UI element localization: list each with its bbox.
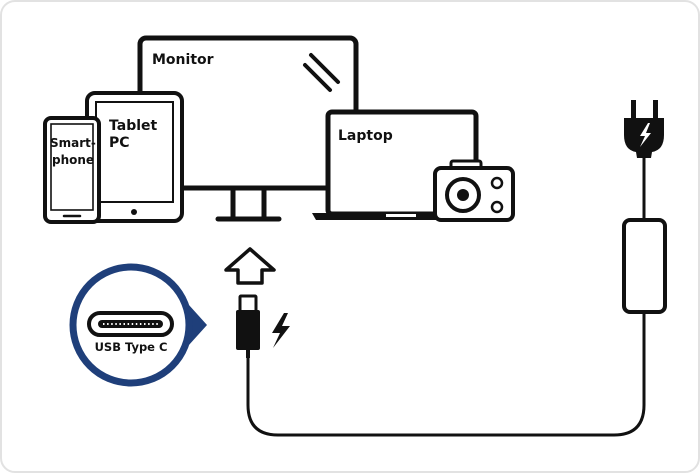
camera-icon [433, 159, 515, 222]
tablet-label-line1: Tablet [109, 118, 158, 134]
smartphone-label-line2: phone [52, 153, 94, 167]
tablet-icon [85, 91, 184, 223]
power-adapter-icon [622, 218, 667, 314]
lightning-icon [272, 313, 290, 348]
usb-c-port-icon [87, 311, 174, 337]
smartphone-label-line1: Smart- [50, 136, 96, 150]
usb-c-connector-icon [236, 294, 260, 358]
monitor-label: Monitor [152, 52, 214, 68]
usb-badge-label: USB Type C [95, 340, 168, 354]
smartphone-icon [43, 116, 101, 224]
up-arrow-icon [224, 247, 276, 285]
power-plug-icon [624, 100, 664, 158]
laptop-label: Laptop [338, 128, 393, 144]
tablet-label-line2: PC [109, 135, 130, 151]
cable [246, 313, 646, 437]
